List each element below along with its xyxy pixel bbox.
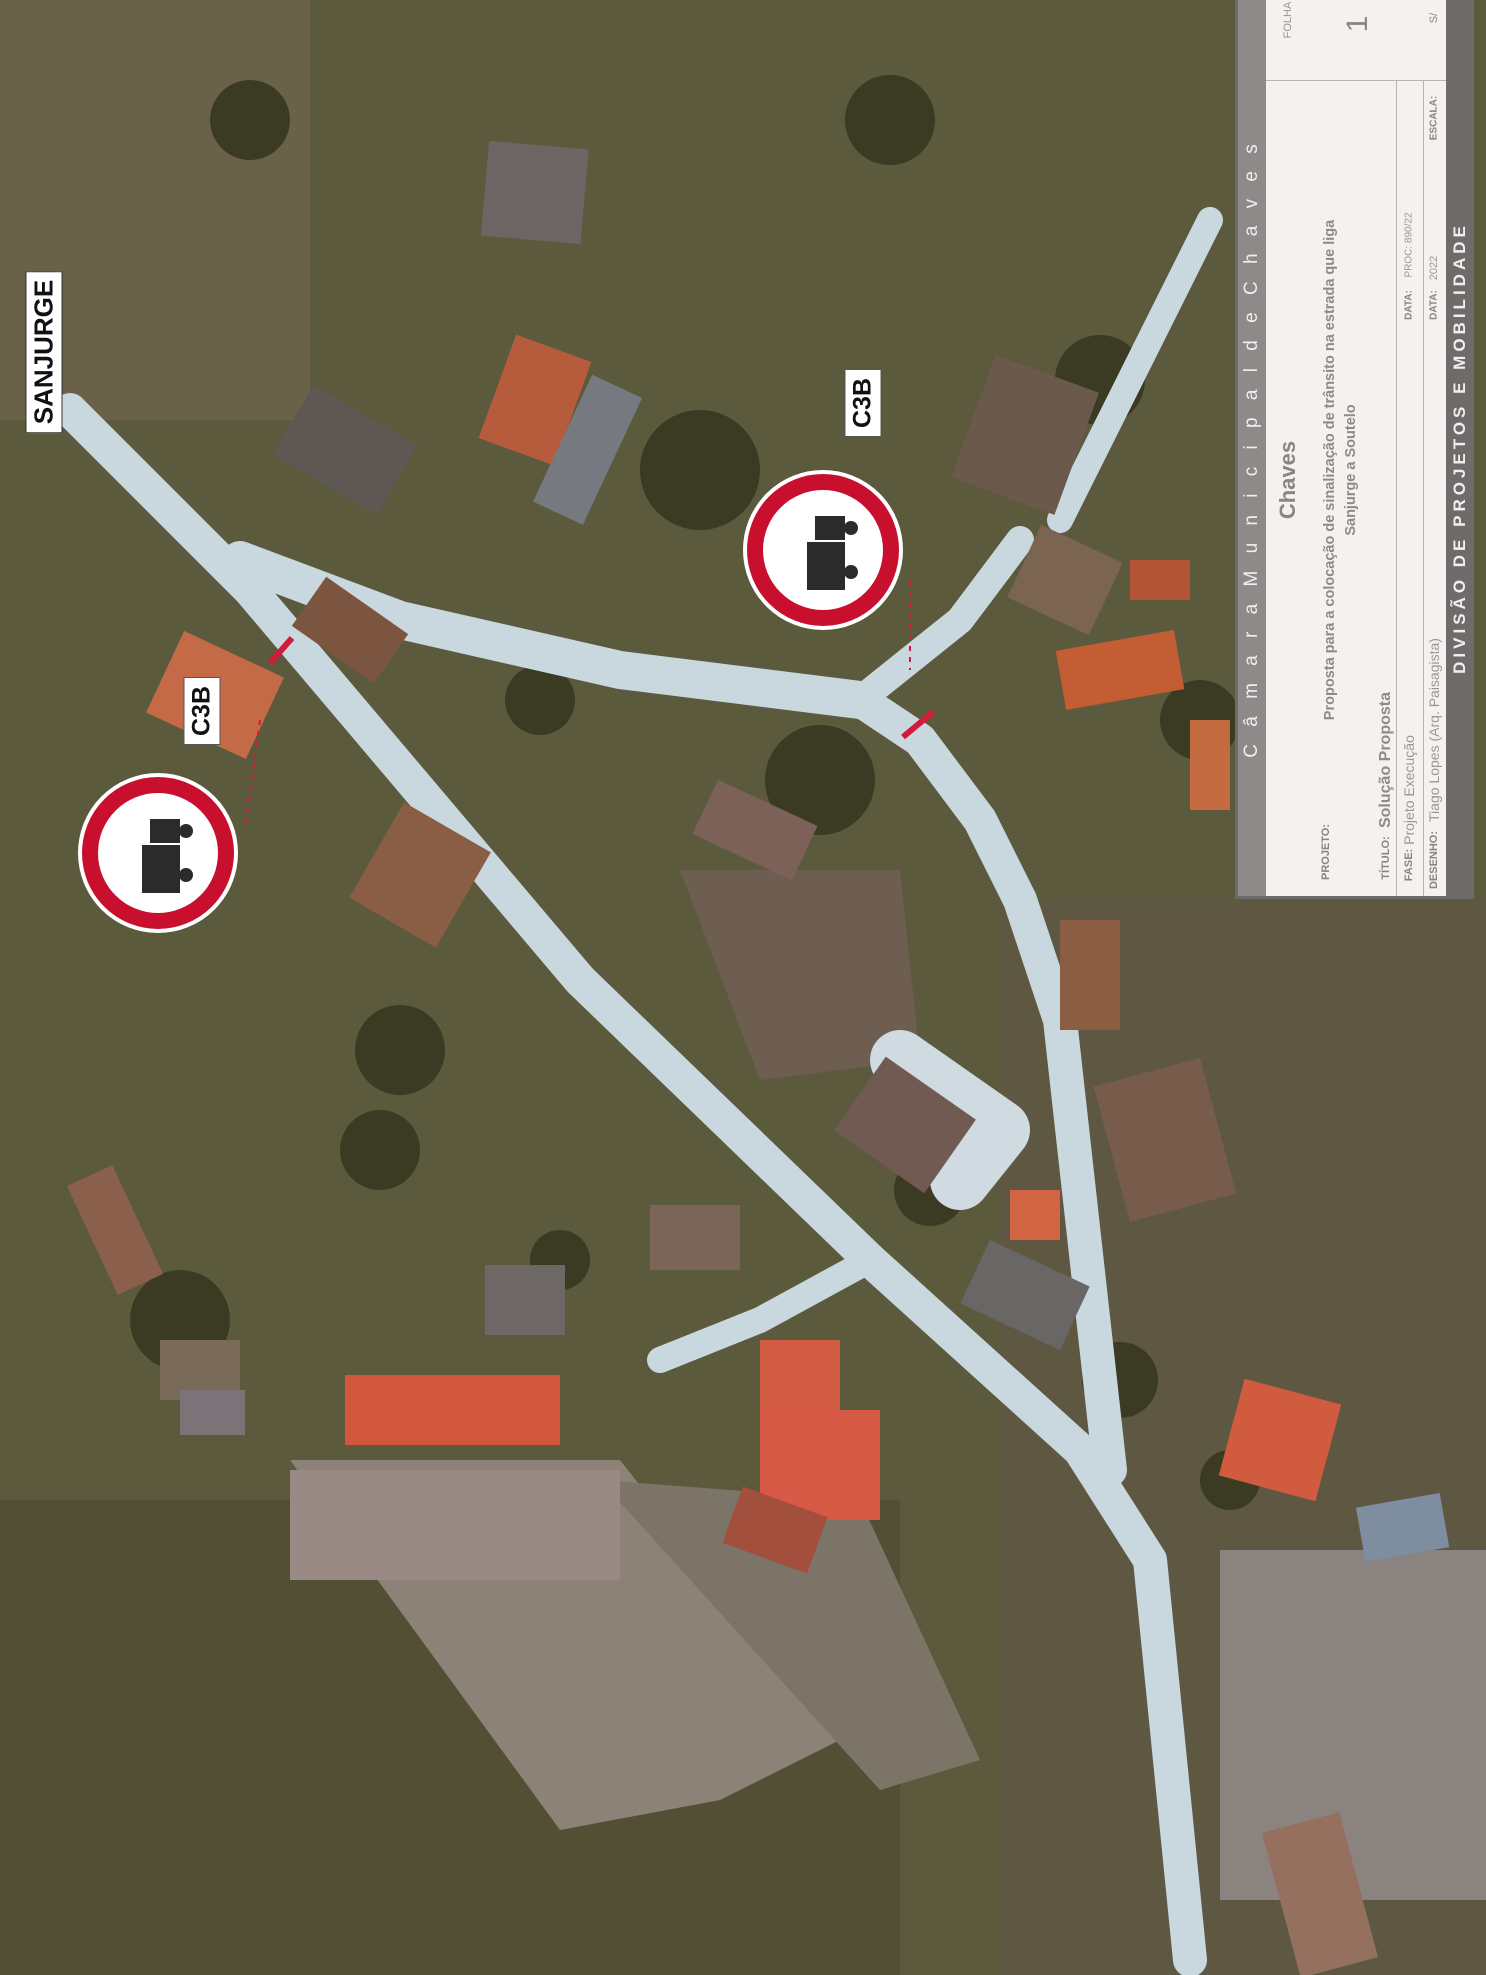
building-roof xyxy=(180,1390,245,1435)
project-label: PROJETO: xyxy=(1320,823,1332,881)
roads xyxy=(53,207,1223,1975)
project-value-line1: Proposta para a colocação de sinalização… xyxy=(1322,219,1338,721)
building-roof xyxy=(834,1056,976,1194)
building-roof xyxy=(480,140,589,245)
buildings xyxy=(66,140,1450,1975)
department-band xyxy=(1446,0,1474,896)
building-roof xyxy=(349,802,491,948)
process-number: PROC: 890/22 xyxy=(1403,212,1415,278)
building-roof xyxy=(1093,1058,1237,1222)
building-roof xyxy=(345,1375,560,1445)
building-roof xyxy=(1355,1492,1450,1562)
title-block: C â m a r a M u n i c i p a l d e C h a … xyxy=(1235,0,1474,899)
sign-code-label-right: C3B xyxy=(844,368,882,438)
date-value: 2022 xyxy=(1428,255,1440,281)
building-roof xyxy=(533,374,643,525)
building-roof xyxy=(1190,720,1230,810)
building-roof xyxy=(273,385,417,515)
building-roof xyxy=(650,1205,740,1270)
scale-label: ESCALA: xyxy=(1428,95,1440,141)
building-roof xyxy=(1130,560,1190,600)
scale-value: S/ xyxy=(1428,12,1440,24)
date-label-2: DATA: xyxy=(1428,290,1440,320)
date-label-1: DATA: xyxy=(1403,290,1415,320)
truck-icon xyxy=(142,819,193,893)
place-label-sanjurge: SANJURGE xyxy=(25,270,63,434)
building-roof xyxy=(291,576,409,684)
sheet-number: 1 xyxy=(1341,15,1374,33)
building-roof xyxy=(722,1486,828,1574)
road-northeast xyxy=(846,526,1034,714)
drawing-value: Tiago Lopes (Arq. Paisagista) xyxy=(1426,638,1442,822)
building-roof xyxy=(1060,920,1120,1030)
field-vineyard-right xyxy=(1220,1550,1486,1900)
road-far-northeast xyxy=(1047,207,1223,533)
sign-marker-line xyxy=(901,709,935,740)
no-heavy-goods-vehicles-sign-right xyxy=(743,470,903,630)
organization-name: C â m a r a M u n i c i p a l d e C h a … xyxy=(1241,138,1262,758)
building-roof xyxy=(951,355,1099,515)
building-roof xyxy=(1218,1378,1342,1502)
path-to-yard xyxy=(647,1247,883,1373)
building-roof xyxy=(692,779,818,881)
title-value: Solução Proposta xyxy=(1377,691,1394,829)
building-roof xyxy=(485,1265,565,1335)
building-roof xyxy=(1261,1812,1379,1975)
sign-marker-line xyxy=(267,636,295,665)
city-name: Chaves xyxy=(1275,440,1300,520)
building-roof xyxy=(760,1340,840,1410)
building-roof xyxy=(1007,524,1123,636)
sheet-label: FOLHA xyxy=(1282,1,1294,39)
department-name: DIVISÃO DE PROJETOS E MOBILIDADE xyxy=(1450,222,1469,674)
project-value-line2: Sanjurge a Soutelo xyxy=(1343,404,1359,536)
junction-road xyxy=(843,683,1127,1487)
building-roof xyxy=(960,1240,1090,1350)
building-roof xyxy=(478,334,592,466)
drawing-label: DESENHO: xyxy=(1428,830,1440,890)
field-bare-center xyxy=(680,870,920,1080)
building-roof xyxy=(66,1165,164,1295)
building-roof xyxy=(1010,1190,1060,1240)
phase-value: Projeto Execução xyxy=(1401,735,1417,845)
field-bare-left xyxy=(290,1470,620,1580)
phase-label: FASE: xyxy=(1403,848,1415,882)
sign-code-label-left: C3B xyxy=(183,676,221,746)
sign-guide-dashes xyxy=(244,580,911,831)
organization-band xyxy=(1238,0,1266,896)
no-heavy-goods-vehicles-sign-left xyxy=(78,773,238,933)
field-vineyard-center xyxy=(600,1480,980,1790)
truck-icon xyxy=(807,516,858,590)
yard-patch xyxy=(870,1030,1030,1210)
building-roof xyxy=(1055,630,1185,710)
title-label: TÍTULO: xyxy=(1380,836,1392,880)
sign-markers xyxy=(267,636,935,740)
